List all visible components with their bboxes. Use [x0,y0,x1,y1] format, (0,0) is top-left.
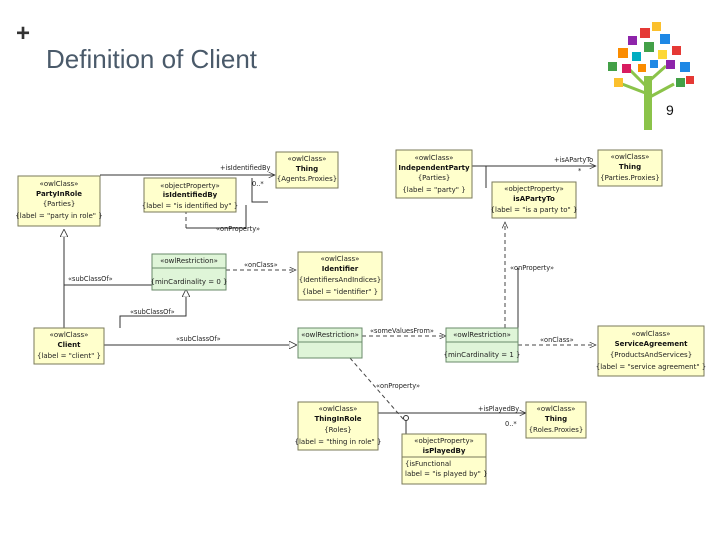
box-independent-party: «owlClass» IndependentParty {Parties} {l… [395,149,473,199]
label-on-property-2: «onProperty» [510,264,554,272]
svg-text:Thing: Thing [619,163,641,171]
svg-text:{Parties.Proxies}: {Parties.Proxies} [600,174,660,182]
svg-text:«objectProperty»: «objectProperty» [504,185,564,193]
box-restriction-min0: «owlRestriction» {minCardinality = 0 } [151,253,228,291]
box-restriction-min1: «owlRestriction» {minCardinality = 1 } [444,327,521,363]
svg-text:«owlRestriction»: «owlRestriction» [160,257,218,265]
svg-text:{ProductsAndServices}: {ProductsAndServices} [610,351,692,359]
svg-text:{label = "identifier" }: {label = "identifier" } [302,288,378,296]
svg-text:Thing: Thing [296,165,318,173]
svg-text:{label = "party in role" }: {label = "party in role" } [15,212,102,220]
svg-text:{Roles}: {Roles} [324,426,352,434]
svg-text:«owlRestriction»: «owlRestriction» [453,331,511,339]
label-is-played-by: +isPlayedBy [478,405,519,413]
edge-is-identified-by-link [251,178,268,203]
svg-text:{Parties}: {Parties} [43,200,76,208]
svg-text:{label = "is identified by" }: {label = "is identified by" } [142,202,238,210]
label-on-property-3: «onProperty» [376,382,420,390]
box-thing-roles: «owlClass» Thing {Roles.Proxies} [525,401,587,439]
box-identifier: «owlClass» Identifier {IdentifiersAndInd… [297,251,383,301]
box-service-agreement: «owlClass» ServiceAgreement {ProductsAnd… [596,325,707,377]
box-is-identified-by: «objectProperty» isIdentifiedBy {label =… [142,177,238,213]
svg-text:«owlClass»: «owlClass» [321,255,360,263]
svg-text:IndependentParty: IndependentParty [398,164,470,172]
edge-on-property-2b [505,268,519,329]
svg-text:«owlClass»: «owlClass» [611,153,650,161]
svg-text:«owlClass»: «owlClass» [50,331,89,339]
label-mult-star: * [578,167,582,175]
svg-text:isIdentifiedBy: isIdentifiedBy [163,191,218,199]
svg-text:{label = "service agreement" }: {label = "service agreement" } [596,363,707,371]
svg-text:«owlClass»: «owlClass» [319,405,358,413]
svg-text:ThingInRole: ThingInRole [314,415,361,423]
tree-logo-icon [608,22,694,130]
svg-text:«owlClass»: «owlClass» [415,154,454,162]
box-thing-agents: «owlClass» Thing {Agents.Proxies} [275,151,339,189]
edge-subclass-2 [119,290,186,328]
label-subclass-1: «subClassOf» [68,275,113,283]
label-on-class-2: «onClass» [540,336,574,344]
svg-text:isAPartyTo: isAPartyTo [513,195,555,203]
label-subclass-3: «subClassOf» [176,335,221,343]
box-thing-in-role: «owlClass» ThingInRole {Roles} {label = … [295,401,382,451]
svg-text:{label = "is a party to" }: {label = "is a party to" } [491,206,578,214]
slide-title: Definition of Client [46,44,257,74]
label-mult-0n-1: 0..* [252,180,264,188]
svg-text:{Parties}: {Parties} [418,174,451,182]
label-on-class-1: «onClass» [244,261,278,269]
svg-text:label = "is played by" }: label = "is played by" } [405,470,488,478]
page-number: 9 [666,102,674,118]
edge-on-property-1b [186,205,247,229]
svg-text:ServiceAgreement: ServiceAgreement [615,340,689,348]
svg-text:«objectProperty»: «objectProperty» [160,182,220,190]
box-party-in-role: «owlClass» PartyInRole {Parties} {label … [15,175,103,227]
plus-bullet: + [16,20,31,47]
svg-text:{label = "client" }: {label = "client" } [37,352,101,360]
svg-text:«owlClass»: «owlClass» [537,405,576,413]
edge-is-played-by-knob [403,415,409,421]
svg-text:PartyInRole: PartyInRole [36,190,82,198]
label-subclass-2: «subClassOf» [130,308,175,316]
svg-text:«owlRestriction»: «owlRestriction» [301,331,359,339]
svg-text:isPlayedBy: isPlayedBy [423,447,466,455]
label-on-property-1: «onProperty» [216,225,260,233]
svg-text:{IdentifiersAndIndices}: {IdentifiersAndIndices} [299,276,381,284]
svg-text:«owlClass»: «owlClass» [40,180,79,188]
label-is-identified-by: +isIdentifiedBy [220,164,270,172]
svg-text:{minCardinality = 0 }: {minCardinality = 0 } [151,278,228,286]
label-some-values-from: «someValuesFrom» [370,327,434,335]
svg-text:Thing: Thing [545,415,567,423]
svg-text:«objectProperty»: «objectProperty» [414,437,474,445]
box-client: «owlClass» Client {label = "client" } [33,327,105,365]
label-is-a-party-to: +isAPartyTo [554,156,593,164]
svg-text:«owlClass»: «owlClass» [288,155,327,163]
box-is-a-party-to: «objectProperty» isAPartyTo {label = "is… [491,181,578,219]
svg-text:Identifier: Identifier [322,265,359,273]
svg-text:{Roles.Proxies}: {Roles.Proxies} [529,426,584,434]
box-restriction-mid: «owlRestriction» [297,327,363,359]
svg-text:Client: Client [57,341,81,349]
box-thing-parties: «owlClass» Thing {Parties.Proxies} [597,149,663,187]
svg-text:{minCardinality = 1 }: {minCardinality = 1 } [444,351,521,359]
svg-text:«owlClass»: «owlClass» [632,330,671,338]
box-is-played-by: «objectProperty» isPlayedBy {isFunctiona… [401,433,488,485]
svg-text:{isFunctional: {isFunctional [405,460,451,468]
svg-text:{label = "thing in role" }: {label = "thing in role" } [295,438,382,446]
svg-text:{Agents.Proxies}: {Agents.Proxies} [277,175,337,183]
label-mult-0n-2: 0..* [505,420,517,428]
svg-text:{label = "party" }: {label = "party" } [402,186,465,194]
